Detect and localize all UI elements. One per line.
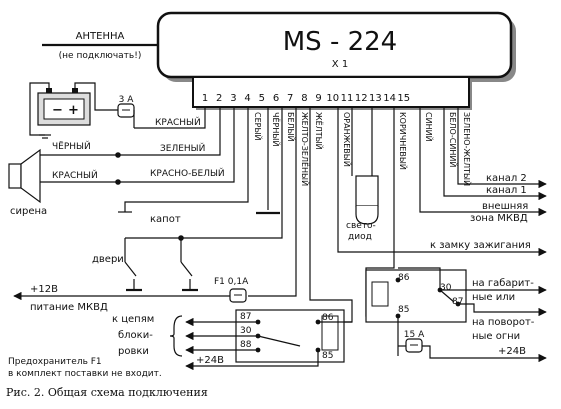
relay-right-supply: +24В: [498, 346, 526, 357]
note-line-1: Предохранитель F1: [8, 357, 102, 367]
pin-5: 5: [259, 93, 265, 104]
doors-label: двери: [92, 254, 124, 265]
relay-left-85: 85: [322, 351, 333, 361]
blocking-circuits-1: к цепям: [112, 314, 154, 325]
siren-wire-black: ЧЁРНЫЙ: [52, 140, 91, 152]
wire-p5: БЕЛЫЙ: [286, 112, 297, 142]
relay-left-88: 88: [240, 340, 252, 350]
pin-4: 4: [244, 93, 250, 104]
antenna-label: АНТЕННА: [76, 31, 125, 42]
pin-7: 7: [287, 93, 293, 104]
output-channel-2: канал 2: [486, 173, 527, 184]
hood-label: капот: [150, 214, 181, 225]
pin-9: 9: [315, 93, 321, 104]
wire-color-labels: СЕРЫЙ ЧЁРНЫЙ БЕЛЫЙ ЖЕЛТО-ЗЕЛЁНЫЙ ЖЁЛТЫЙ …: [253, 112, 473, 186]
fuse-3a-label: 3 А: [119, 95, 135, 105]
siren-wire-red: КРАСНЫЙ: [52, 169, 98, 181]
unit-model: MS - 224: [283, 27, 397, 57]
output-zone-1: внешняя: [482, 201, 528, 212]
battery: − +: [29, 82, 118, 139]
wire-red-battery: КРАСНЫЙ: [155, 116, 201, 128]
pin-2: 2: [216, 93, 222, 104]
relay-right-85: 85: [398, 305, 409, 315]
fuse-f1: F1 0,1А: [214, 277, 249, 303]
fuse-15a-label: 15 А: [404, 330, 425, 340]
siren-wire-green: ЗЕЛЕНЫЙ: [160, 142, 205, 154]
output-zone-2: зона МКВД: [470, 213, 528, 224]
relay-right: 86 30 87 85: [365, 269, 467, 323]
led-label-2: диод: [348, 232, 372, 242]
wire-p3: СЕРЫЙ: [253, 112, 264, 141]
wire-p6: ЖЕЛТО-ЗЕЛЁНЫЙ: [300, 112, 311, 186]
wire-p12: КОРИЧНЕВЫЙ: [398, 112, 409, 170]
pin-1: 1: [202, 93, 208, 104]
pin-13: 13: [369, 93, 382, 104]
battery-plus: +: [68, 103, 79, 118]
relay-left-30: 30: [240, 326, 252, 336]
pin-15: 15: [397, 93, 410, 104]
led: свето- диод: [346, 175, 379, 242]
connector-label: X 1: [332, 59, 348, 70]
mkvd-plus12: +12В: [30, 284, 58, 295]
wire-p7: ЖЁЛТЫЙ: [314, 112, 325, 150]
pin-12: 12: [355, 93, 368, 104]
pin-14: 14: [383, 93, 396, 104]
siren: сирена: [8, 148, 47, 217]
siren-label: сирена: [10, 206, 47, 217]
wire-p9: ОРАНЖЕВЫЙ: [342, 112, 353, 167]
wire-p13: СИНИЙ: [424, 112, 435, 142]
relay-right-30: 30: [440, 283, 452, 293]
relay-left-87: 87: [240, 312, 251, 322]
wire-p4: ЧЁРНЫЙ: [271, 112, 282, 146]
siren-wire-redwhite: КРАСНО-БЕЛЫЙ: [150, 167, 225, 179]
led-label-1: свето-: [346, 221, 376, 231]
blocking-circuits-3: ровки: [118, 346, 149, 357]
fuse-3a: 3 А: [117, 95, 135, 118]
pin-11: 11: [341, 93, 354, 104]
antenna: АНТЕННА (не подключать!): [42, 31, 158, 61]
relay-left-supply: +24В: [196, 355, 224, 366]
relay-left-86: 86: [322, 313, 334, 323]
output-ignition: к замку зажигания: [430, 240, 531, 251]
pin-8: 8: [301, 93, 307, 104]
output-channel-1: канал 1: [486, 185, 527, 196]
lights-label-1: на габарит-: [472, 278, 534, 289]
blocking-circuits-2: блоки-: [118, 330, 153, 341]
wire-p14: БЕЛО-СИНИЙ: [448, 112, 459, 167]
pin-10: 10: [326, 93, 339, 104]
turn-label-2: ные огни: [472, 331, 520, 342]
pin-3: 3: [230, 93, 236, 104]
pin-6: 6: [273, 93, 279, 104]
wire-p15: ЗЕЛЕНО-ЖЕЛТЫЙ: [462, 112, 473, 186]
mkvd-label: питание МКВД: [30, 302, 108, 313]
antenna-note: (не подключать!): [59, 51, 142, 61]
fuse-f1-label: F1 0,1А: [214, 277, 249, 287]
relay-right-86: 86: [398, 273, 410, 283]
note-line-2: в комплект поставки не входит.: [8, 369, 162, 379]
fuse-15a: 15 А: [404, 330, 425, 353]
control-unit: MS - 224 X 1: [156, 11, 516, 110]
figure-caption: Рис. 2. Общая схема подключения: [6, 386, 208, 399]
lights-label-2: ные или: [472, 292, 515, 303]
relay-right-87: 87: [452, 297, 463, 307]
battery-minus: −: [52, 103, 63, 118]
turn-label-1: на поворот-: [472, 317, 535, 328]
